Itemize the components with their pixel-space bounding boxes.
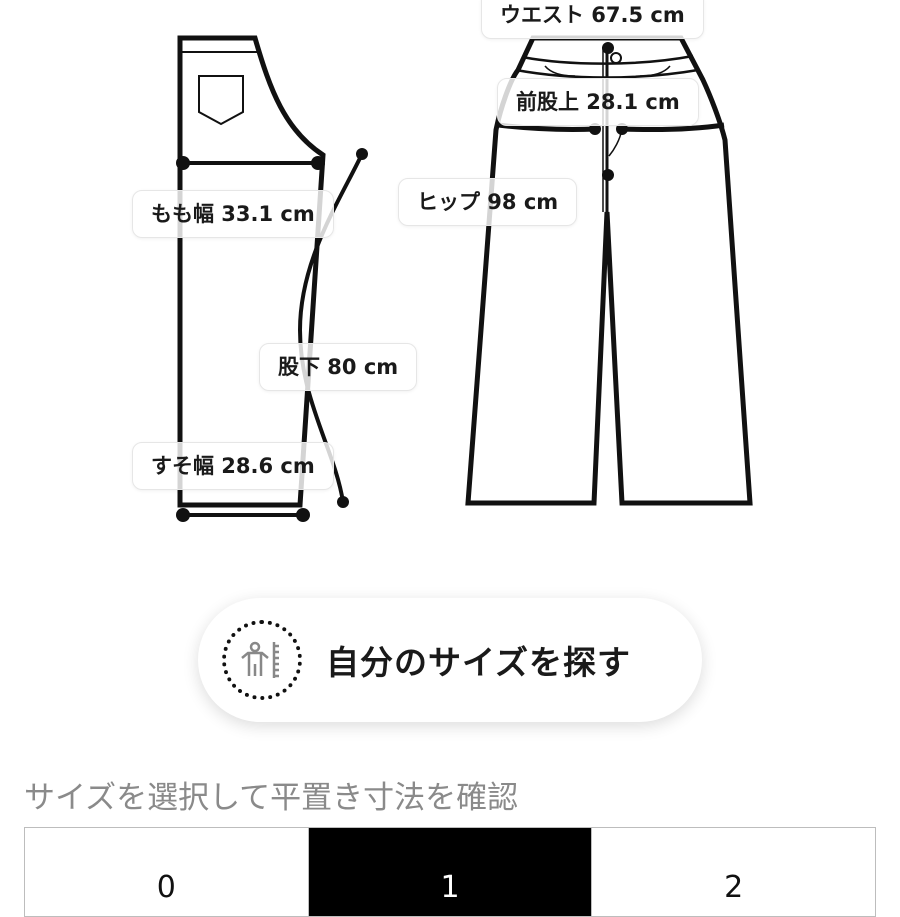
pants-diagram-icon (176, 35, 753, 522)
label-inseam: 股下 80 cm (259, 343, 418, 391)
size-tab-1[interactable]: 1 (307, 828, 592, 916)
label-front-rise: 前股上 28.1 cm (497, 78, 699, 126)
measurement-diagram: ウエスト 67.5 cm 前股上 28.1 cm ヒップ 98 cm もも幅 3… (132, 0, 753, 522)
find-my-size-label: 自分のサイズを探す (326, 643, 632, 682)
size-tab-2[interactable]: 2 (591, 828, 875, 916)
label-hem-width: すそ幅 28.6 cm (132, 442, 334, 490)
body-measure-icon (222, 620, 302, 700)
label-waist: ウエスト 67.5 cm (481, 0, 704, 39)
size-selector: 0 1 2 (24, 827, 876, 917)
label-hip: ヒップ 98 cm (398, 178, 578, 226)
size-section-title: サイズを選択して平置き寸法を確認 (24, 780, 519, 816)
find-my-size-button[interactable]: 自分のサイズを探す (198, 598, 702, 722)
label-thigh-width: もも幅 33.1 cm (132, 190, 334, 238)
size-tab-0[interactable]: 0 (156, 869, 176, 905)
